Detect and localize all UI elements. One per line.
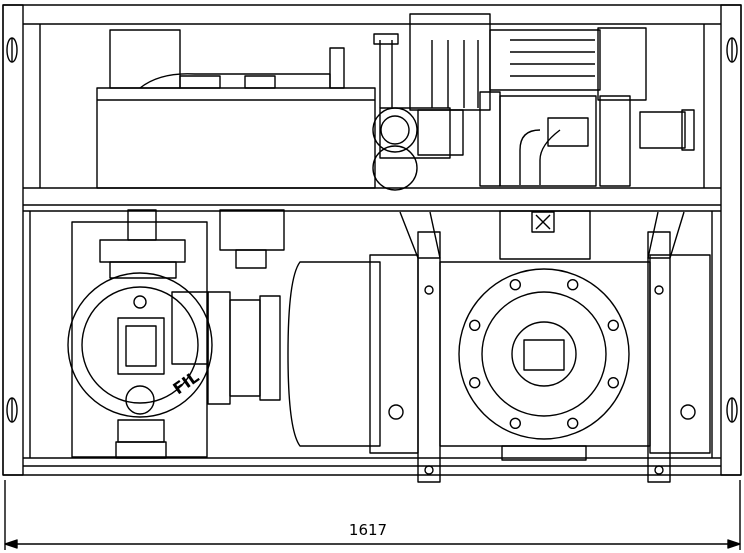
motor-bolt: [607, 377, 619, 389]
frame-bolt-bottom-right: [726, 397, 738, 423]
frame-bolt-top-left: [6, 37, 18, 63]
dimension-value: 1617: [349, 521, 387, 539]
coupling: [207, 209, 285, 405]
motor-straps: [388, 211, 696, 483]
motor-bolt: [567, 417, 579, 429]
motor-bolt: [509, 417, 521, 429]
upper-tank: [96, 29, 376, 189]
motor-bolt: [509, 279, 521, 291]
motor-bolt: [469, 377, 481, 389]
dimension-line: [4, 480, 741, 550]
pump-label: FIL: [169, 367, 202, 398]
frame-bolt-bottom-left: [6, 397, 18, 423]
upper-piping: [329, 13, 695, 191]
motor-bolt-circle: [469, 279, 619, 429]
motor: [287, 254, 711, 461]
motor-bolt: [469, 319, 481, 331]
motor-bolt: [607, 319, 619, 331]
frame-bolt-top-right: [726, 37, 738, 63]
motor-bolt: [567, 279, 579, 291]
left-pump: [67, 209, 213, 459]
junction-box: [499, 210, 591, 260]
